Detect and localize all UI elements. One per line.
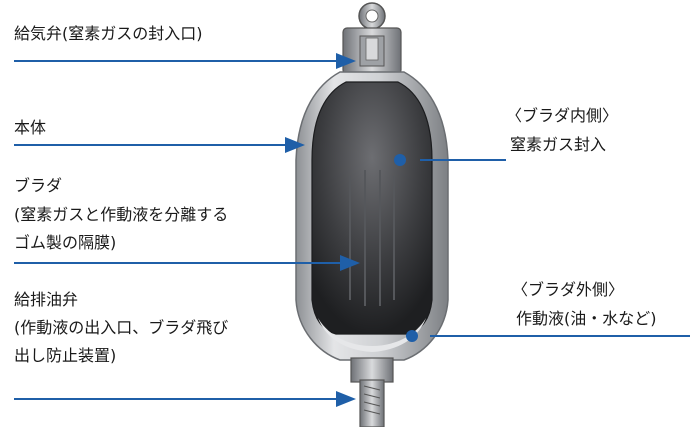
- label-gas-valve: 給気弁(窒素ガスの封入口): [14, 24, 203, 43]
- label-oil-valve-title: 給排油弁: [14, 290, 79, 309]
- dot-inside: [394, 154, 406, 166]
- arrowhead-gas-valve: [336, 53, 356, 69]
- arrows: [14, 53, 690, 407]
- label-inside-title: 〈ブラダ内側〉: [506, 106, 619, 125]
- arrowhead-body: [285, 137, 305, 153]
- gas-valve-part: [342, 27, 402, 75]
- top-ring: [358, 2, 386, 30]
- bladder-folds: [349, 170, 395, 306]
- label-body: 本体: [14, 118, 47, 137]
- bladder-part: [311, 81, 433, 335]
- arrowhead-bladder: [340, 255, 360, 271]
- label-oil-valve-desc-2: 出し防止装置): [14, 346, 117, 365]
- label-inside-desc: 窒素ガス封入: [510, 135, 607, 154]
- label-outside-title: 〈ブラダ外側〉: [512, 280, 625, 299]
- oil-valve-part: [350, 357, 394, 427]
- label-bladder-desc-1: (窒素ガスと作動液を分離する: [14, 205, 229, 224]
- dot-outside: [406, 330, 418, 342]
- label-oil-valve-desc-1: (作動液の出入口、ブラダ飛び: [14, 318, 229, 337]
- fluid-zone: [318, 318, 426, 352]
- label-outside-desc: 作動液(油・水など): [516, 309, 657, 328]
- label-bladder-desc-2: ゴム製の隔膜): [14, 233, 117, 252]
- arrowhead-oil-valve: [336, 391, 356, 407]
- label-bladder-title: ブラダ: [14, 176, 63, 195]
